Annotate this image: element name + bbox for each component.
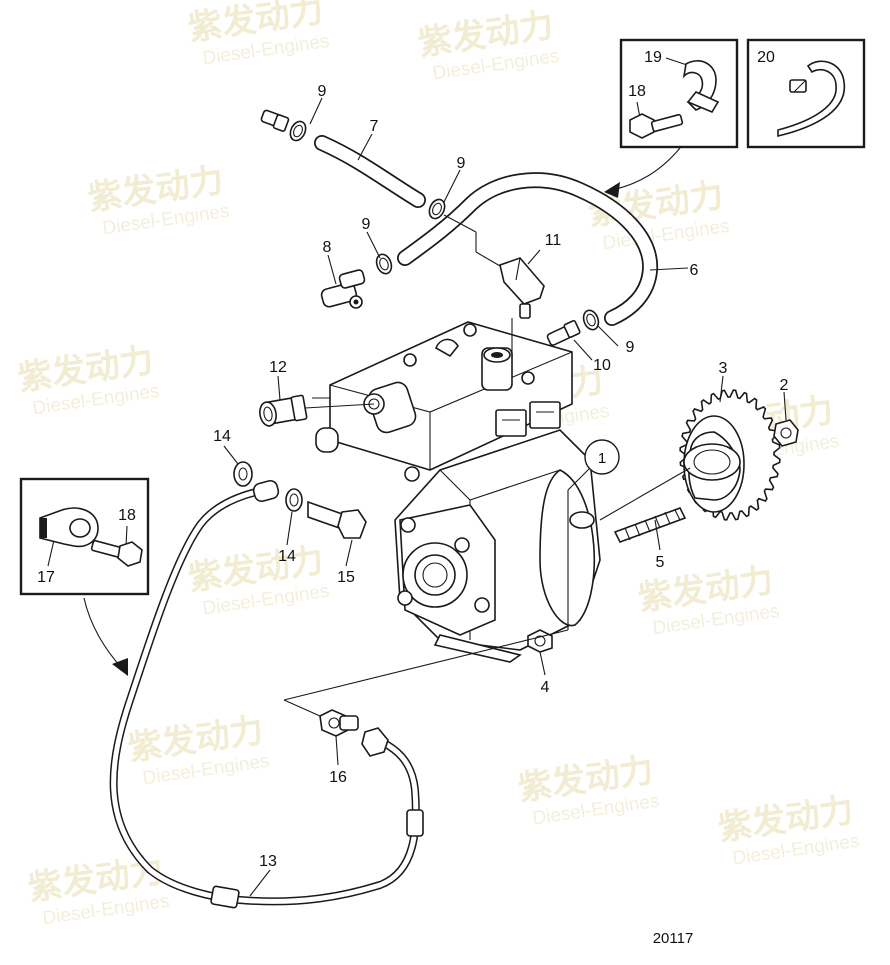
callout-13: 13	[259, 853, 277, 870]
hose-clamp	[582, 309, 600, 331]
callout-7: 7	[370, 118, 379, 135]
elbow-fitting-8	[320, 269, 366, 309]
compressor-1	[315, 321, 601, 663]
callout-10: 10	[593, 357, 611, 374]
washer-14	[233, 461, 253, 487]
elbow-fitting-12	[259, 394, 308, 427]
inset-callout-18: 18	[628, 83, 646, 100]
inset-pointer-arrow	[604, 147, 681, 198]
callout-labels: 2 3 4 5 6 7 8 9 9 9 9 10 11 12 13 14 14 …	[213, 83, 788, 870]
pipe-13	[109, 479, 424, 909]
callout-8: 8	[323, 239, 332, 256]
callout-9: 9	[457, 155, 466, 172]
inset-callout-17: 17	[37, 569, 55, 586]
callout-15: 15	[337, 569, 355, 586]
callout-9: 9	[318, 83, 327, 100]
stud-5	[613, 507, 687, 543]
adapter-16	[319, 709, 359, 737]
gear-3	[679, 389, 781, 521]
fitting-10	[546, 319, 581, 346]
callout-14: 14	[278, 548, 296, 565]
inset-clamp-bolt: 19 18	[619, 38, 739, 149]
inset-pointer-arrow	[83, 597, 128, 676]
callout-14: 14	[213, 428, 231, 445]
hose-7	[314, 135, 426, 208]
callout-6: 6	[690, 262, 699, 279]
callout-9: 9	[362, 216, 371, 233]
callout-4: 4	[541, 679, 550, 696]
callout-2: 2	[780, 377, 789, 394]
callout-5: 5	[656, 554, 665, 571]
banjo-bolt-15	[307, 500, 367, 539]
inset-cable-tie: 20	[746, 38, 866, 149]
leader-lines	[223, 97, 787, 897]
callout-12: 12	[269, 359, 287, 376]
callout-1-label: 1	[598, 450, 606, 467]
washer-14	[285, 488, 303, 512]
inset-callout-20: 20	[757, 49, 775, 66]
callout-1: 1	[584, 439, 620, 475]
inset-pipe-clamp: 18 17	[19, 477, 150, 596]
callout-16: 16	[329, 769, 347, 786]
callout-9: 9	[626, 339, 635, 356]
hose-clamp	[289, 120, 307, 142]
drawing-number: 20117	[653, 930, 694, 947]
sensor-11	[499, 257, 545, 319]
inset-callout-18: 18	[118, 507, 136, 524]
callout-3: 3	[719, 360, 728, 377]
inset-callout-19: 19	[644, 49, 662, 66]
nut-2	[773, 419, 799, 447]
hose-clamp	[375, 253, 393, 275]
callout-11: 11	[545, 232, 562, 249]
hose-clamp	[428, 198, 446, 220]
hose-nipple	[260, 109, 290, 132]
